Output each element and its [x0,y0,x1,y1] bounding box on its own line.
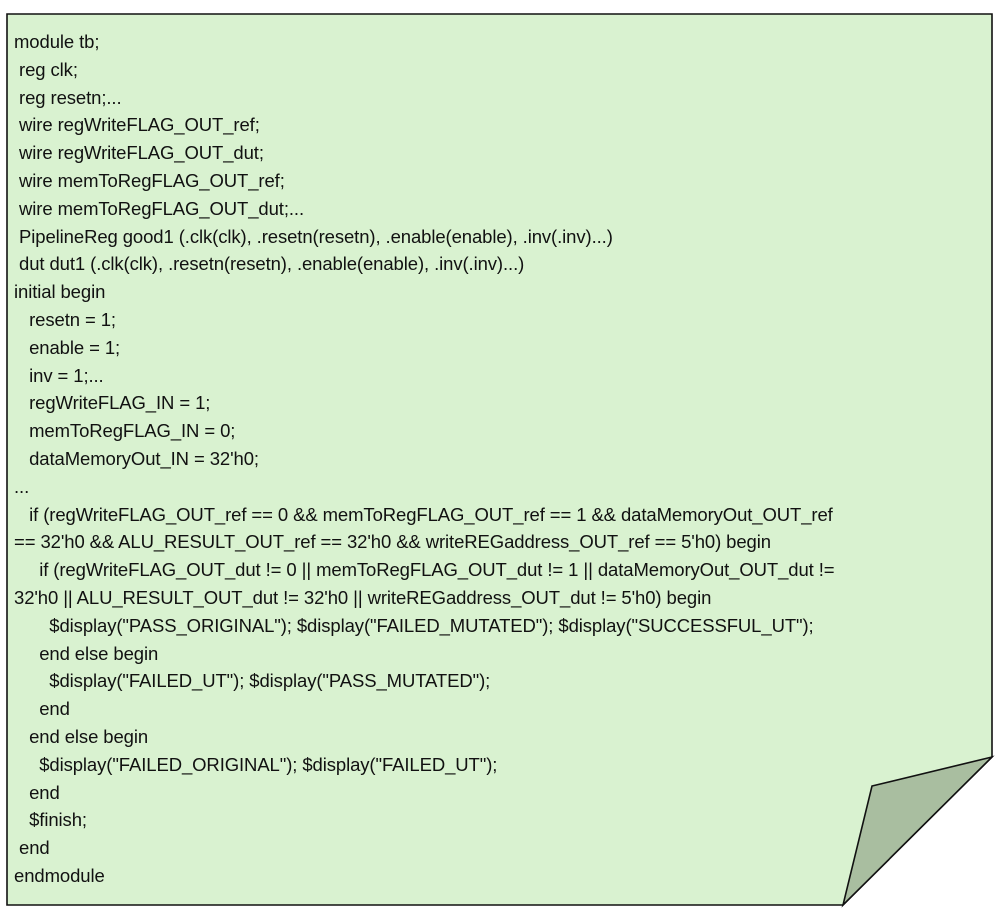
code-line: end else begin [14,725,149,747]
code-line: endmodule [14,864,105,886]
code-line: ... [14,475,30,497]
code-line: enable = 1; [14,336,121,358]
code-line: PipelineReg good1 (.clk(clk), .resetn(re… [14,225,613,247]
code-line: $display("FAILED_ORIGINAL"); $display("F… [14,753,498,775]
code-line: inv = 1;... [14,364,104,386]
code-line: $display("PASS_ORIGINAL"); $display("FAI… [14,614,814,636]
code-line: 32'h0 || ALU_RESULT_OUT_dut != 32'h0 || … [14,586,712,608]
code-line: $display("FAILED_UT"); $display("PASS_MU… [14,670,491,692]
note-folded-corner [841,755,995,908]
code-line: $finish; [14,809,87,831]
code-line: if (regWriteFLAG_OUT_ref == 0 && memToRe… [14,503,833,525]
code-line: initial begin [14,281,106,303]
code-line: regWriteFLAG_IN = 1; [14,392,211,414]
code-block: module tb; reg clk; reg resetn;... wire … [14,28,989,890]
code-line: == 32'h0 && ALU_RESULT_OUT_ref == 32'h0 … [14,531,771,553]
code-line: end [14,698,70,720]
code-line: module tb; [14,31,100,52]
code-line: memToRegFLAG_IN = 0; [14,420,236,442]
code-line: wire regWriteFLAG_OUT_ref; [14,114,260,136]
code-line: reg resetn;... [14,86,122,108]
code-line: dataMemoryOut_IN = 32'h0; [14,447,259,469]
code-line: wire memToRegFLAG_OUT_dut;... [14,197,305,219]
code-line: end else begin [14,642,159,664]
code-line: dut dut1 (.clk(clk), .resetn(resetn), .e… [14,253,525,275]
code-line: wire regWriteFLAG_OUT_dut; [14,142,264,164]
code-line: reg clk; [14,58,78,80]
code-line: if (regWriteFLAG_OUT_dut != 0 || memToRe… [14,559,835,581]
code-line: wire memToRegFLAG_OUT_ref; [14,169,285,191]
code-line: end [14,837,50,859]
code-line: resetn = 1; [14,308,116,330]
code-line: end [14,781,60,803]
